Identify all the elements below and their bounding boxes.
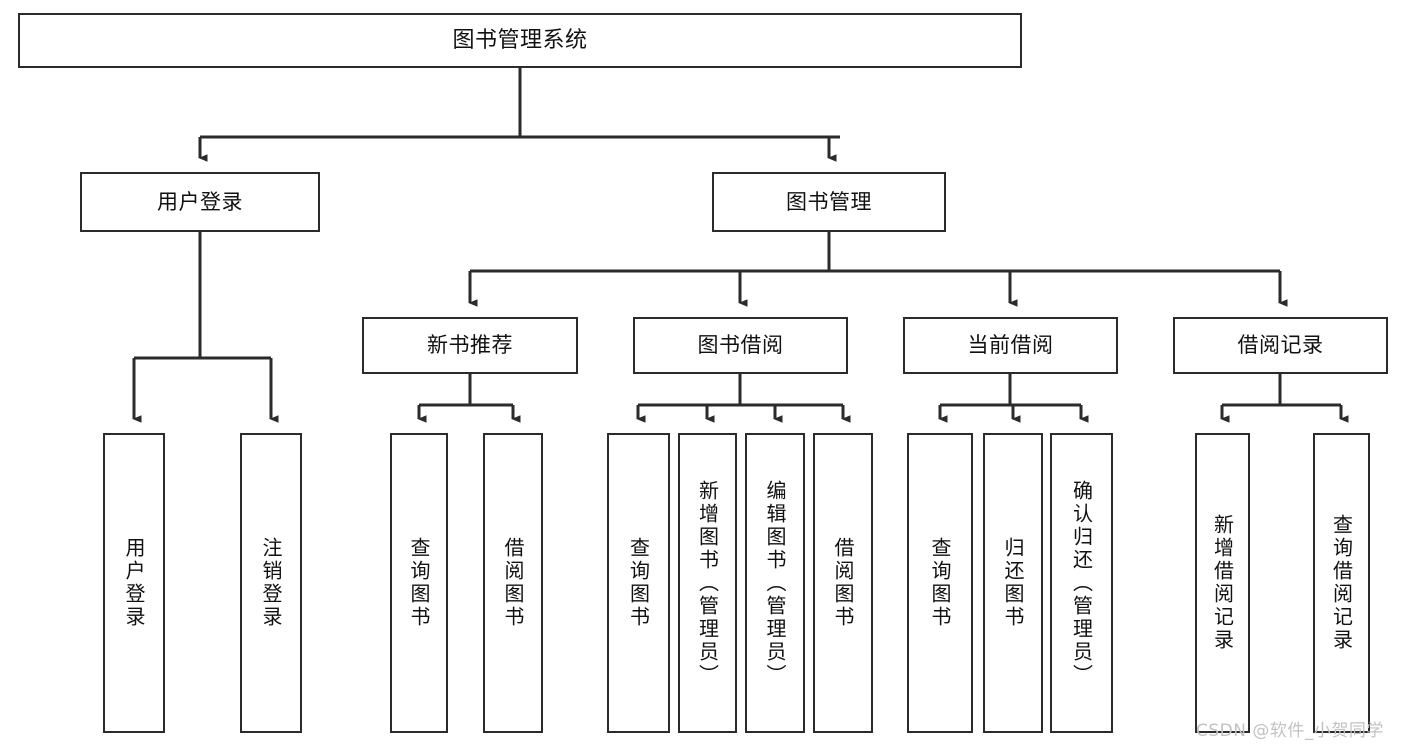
- node-new-book-recommend[interactable]: 新书推荐: [362, 317, 578, 374]
- leaf-edit-book-admin[interactable]: 编辑图书（管理员）: [745, 433, 805, 733]
- node-user-login-label: 用户登录: [157, 189, 243, 214]
- node-root-label: 图书管理系统: [452, 27, 588, 53]
- leaf-add-borrow-record-label: 新增借阅记录: [1210, 514, 1235, 652]
- leaf-user-login[interactable]: 用户登录: [103, 433, 165, 733]
- node-user-login[interactable]: 用户登录: [80, 172, 320, 232]
- leaf-add-book-admin-label: 新增图书（管理员）: [695, 479, 720, 687]
- node-book-management-label: 图书管理: [786, 189, 872, 214]
- leaf-borrow-book[interactable]: 借阅图书: [813, 433, 873, 733]
- leaf-edit-book-admin-label: 编辑图书（管理员）: [763, 479, 787, 687]
- leaf-query-book-current[interactable]: 查询图书: [907, 433, 973, 733]
- leaf-borrow-book-recommend-label: 借阅图书: [501, 537, 525, 629]
- leaf-query-book-current-label: 查询图书: [928, 537, 952, 629]
- leaf-confirm-return-admin[interactable]: 确认归还（管理员）: [1050, 433, 1113, 733]
- leaf-return-book[interactable]: 归还图书: [983, 433, 1043, 733]
- leaf-query-book-recommend[interactable]: 查询图书: [390, 433, 448, 733]
- leaf-logout-label: 注销登录: [259, 537, 283, 629]
- leaf-query-book-borrow[interactable]: 查询图书: [607, 433, 670, 733]
- leaf-add-borrow-record[interactable]: 新增借阅记录: [1195, 433, 1250, 733]
- leaf-logout[interactable]: 注销登录: [240, 433, 302, 733]
- node-new-book-recommend-label: 新书推荐: [427, 333, 513, 358]
- leaf-query-borrow-record[interactable]: 查询借阅记录: [1313, 433, 1370, 733]
- node-borrow-record-label: 借阅记录: [1237, 333, 1324, 358]
- node-book-management[interactable]: 图书管理: [712, 172, 946, 232]
- leaf-borrow-book-recommend[interactable]: 借阅图书: [483, 433, 543, 733]
- leaf-add-book-admin[interactable]: 新增图书（管理员）: [678, 433, 737, 733]
- leaf-query-book-recommend-label: 查询图书: [407, 537, 431, 629]
- node-book-borrow-label: 图书借阅: [697, 333, 784, 358]
- leaf-user-login-label: 用户登录: [122, 537, 146, 629]
- node-book-borrow[interactable]: 图书借阅: [633, 317, 848, 374]
- leaf-confirm-return-admin-label: 确认归还（管理员）: [1069, 479, 1094, 687]
- node-root[interactable]: 图书管理系统: [18, 13, 1022, 68]
- leaf-query-book-borrow-label: 查询图书: [626, 537, 651, 629]
- node-borrow-record[interactable]: 借阅记录: [1173, 317, 1388, 374]
- leaf-query-borrow-record-label: 查询借阅记录: [1329, 514, 1354, 652]
- node-current-borrow-label: 当前借阅: [967, 333, 1054, 358]
- leaf-return-book-label: 归还图书: [1001, 537, 1025, 629]
- csdn-watermark: CSDN @软件_小贺同学: [1196, 721, 1384, 741]
- leaf-borrow-book-label: 借阅图书: [831, 537, 855, 629]
- node-current-borrow[interactable]: 当前借阅: [903, 317, 1118, 374]
